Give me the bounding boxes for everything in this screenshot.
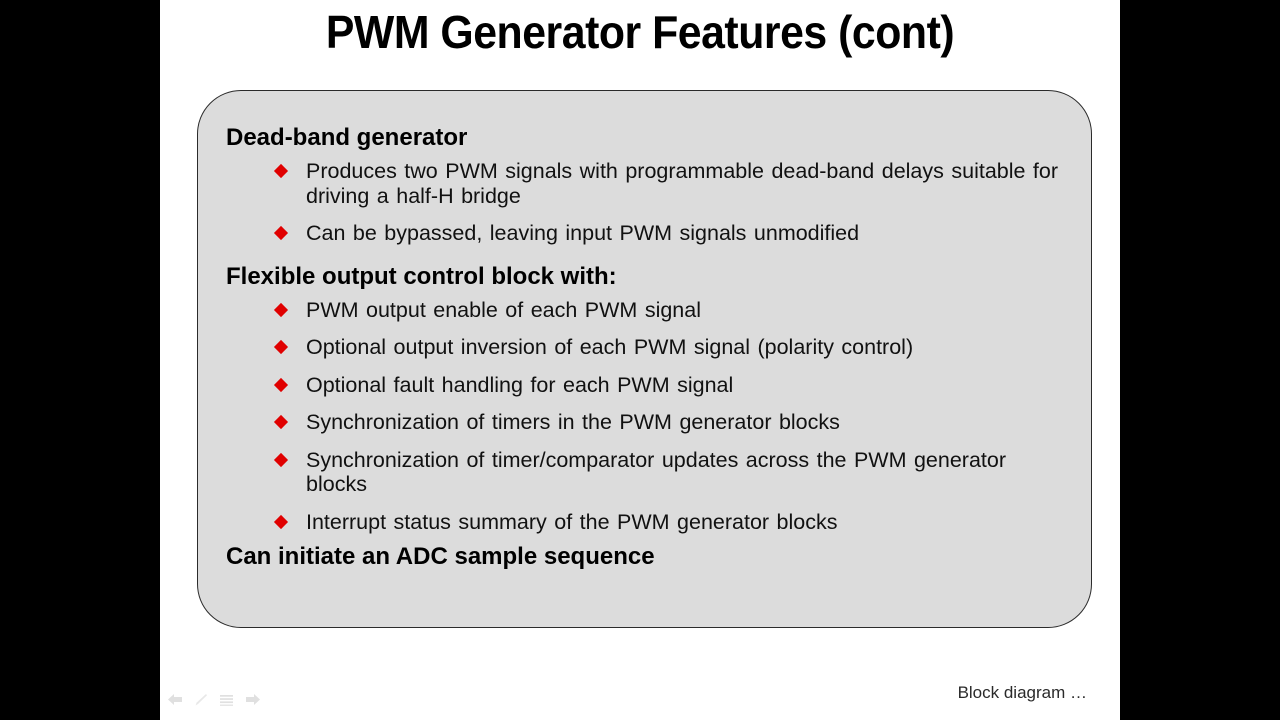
diamond-bullet-icon [273,414,289,430]
list-item-text: Produces two PWM signals with programmab… [306,159,1059,208]
slideshow-controls[interactable] [166,692,261,707]
list-item-text: Can be bypassed, leaving input PWM signa… [306,221,860,245]
footer-note: Block diagram … [957,683,1087,702]
list-item-text: Interrupt status summary of the PWM gene… [306,509,838,534]
list-item: PWM output enable of each PWM signal [273,297,1073,323]
list-item: Can be bypassed, leaving input PWM signa… [273,221,1073,246]
content-body: Dead-band generator Produces two PWM sig… [226,123,1073,576]
section-heading-flexible-output-control: Flexible output control block with: [226,262,617,290]
bullet-list-flexible-output-control: PWM output enable of each PWM signal Opt… [226,298,1073,535]
menu-icon[interactable] [218,692,235,707]
next-arrow-icon[interactable] [244,692,261,707]
previous-arrow-icon[interactable] [166,692,183,707]
slide-canvas: PWM Generator Features (cont) Dead-band … [160,0,1120,720]
section-heading-adc-sample-sequence: Can initiate an ADC sample sequence [226,543,655,570]
list-item-text: Synchronization of timers in the PWM gen… [306,410,840,434]
section-spacer [226,246,1073,262]
list-item: Synchronization of timers in the PWM gen… [273,410,1073,435]
diamond-bullet-icon [273,302,289,317]
list-item: Optional fault handling for each PWM sig… [273,372,1073,398]
diamond-bullet-icon [273,225,289,241]
diamond-bullet-icon [273,377,289,392]
list-item: Optional output inversion of each PWM si… [273,335,1073,360]
list-item: Produces two PWM signals with programmab… [273,159,1073,208]
list-item-text: PWM output enable of each PWM signal [306,297,701,322]
content-panel: Dead-band generator Produces two PWM sig… [197,90,1092,628]
diamond-bullet-icon [273,452,289,467]
closing-spacer [226,534,1073,542]
bullet-list-dead-band-generator: Produces two PWM signals with programmab… [226,159,1073,246]
list-item: Interrupt status summary of the PWM gene… [273,509,1073,535]
list-item-text: Optional output inversion of each PWM si… [306,335,914,359]
page-title: PWM Generator Features (cont) [325,6,955,58]
diamond-bullet-icon [273,514,289,529]
section-heading-dead-band-generator: Dead-band generator [226,124,468,151]
list-item-text: Synchronization of timer/comparator upda… [306,447,1007,497]
list-item-text: Optional fault handling for each PWM sig… [306,372,734,397]
diamond-bullet-icon [273,163,289,179]
pen-icon[interactable] [192,692,209,707]
list-item: Synchronization of timer/comparator upda… [273,447,1073,497]
diamond-bullet-icon [273,339,289,355]
